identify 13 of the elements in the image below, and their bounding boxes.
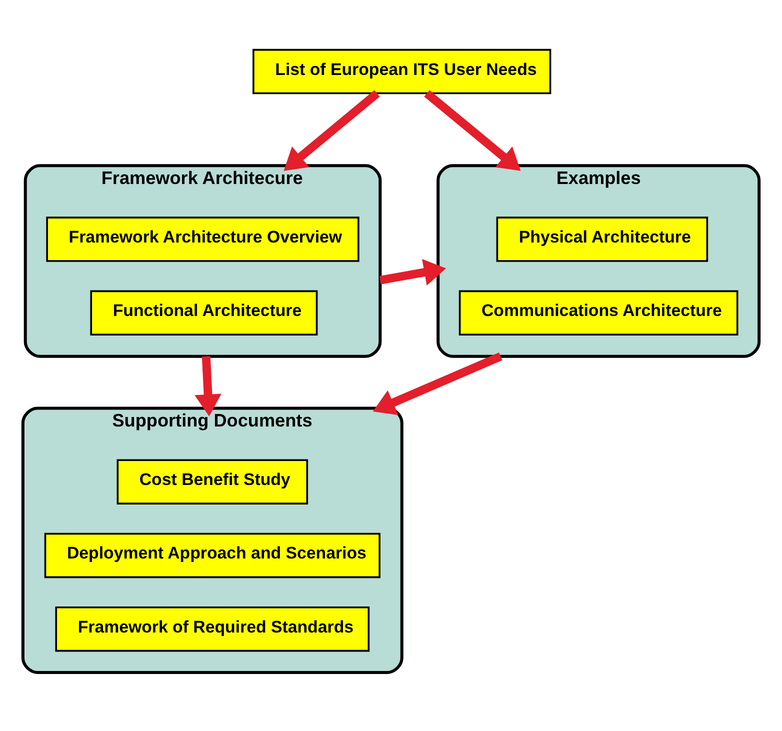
node-box: Cost Benefit Study [116, 458, 308, 504]
arrow [284, 90, 380, 170]
node-box: Framework Architecture Overview [46, 216, 360, 262]
node-box: Physical Architecture [496, 216, 708, 262]
node-box: Functional Architecture [90, 290, 318, 336]
node-box: List of European ITS User Needs [252, 48, 552, 94]
node-box: Framework of Required Standards [55, 606, 370, 652]
arrow [379, 258, 446, 286]
arrow [194, 356, 222, 416]
node-box: Deployment Approach and Scenarios [44, 532, 380, 578]
node-box: Communications Architecture [458, 290, 738, 336]
arrow [372, 352, 502, 415]
arrow [424, 90, 521, 170]
